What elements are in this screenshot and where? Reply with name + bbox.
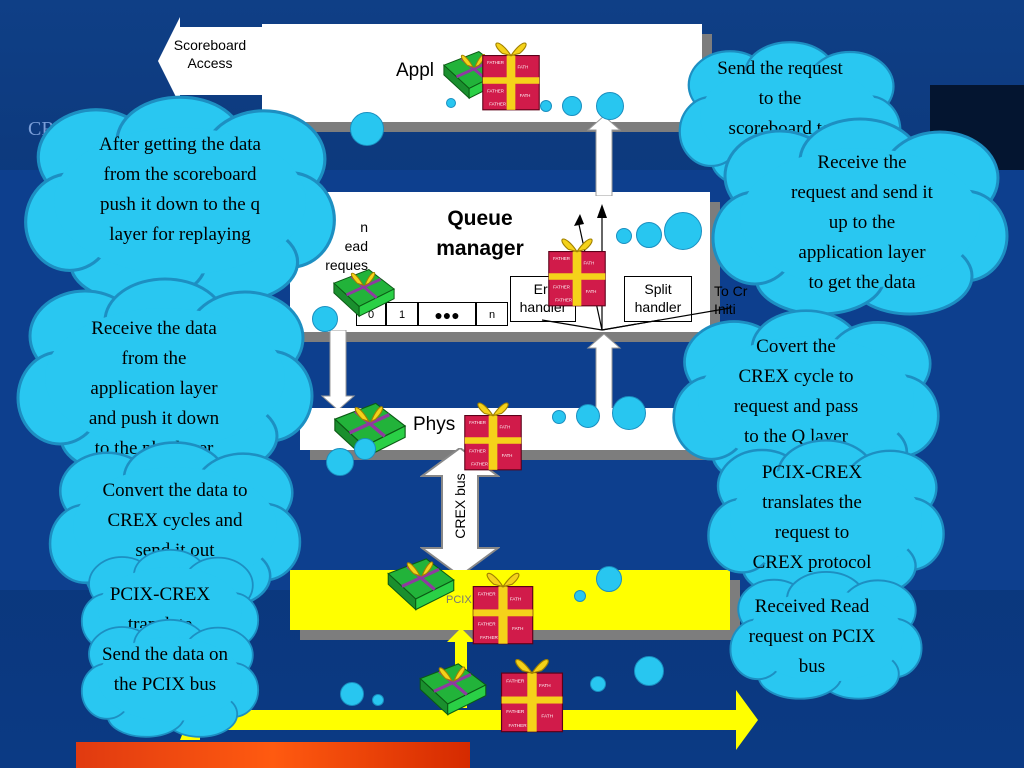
gift-red-phys <box>460 396 526 472</box>
scoreboard-arrow <box>158 17 264 105</box>
thought-dot <box>350 112 384 146</box>
crex-bus-label: CREX bus <box>452 473 468 539</box>
cloud-text-c5: Covert the CREX cycle to request and pas… <box>733 336 859 447</box>
up-arrow-app <box>586 116 622 196</box>
cloud-text-c4: Receive the data from the application la… <box>88 318 220 456</box>
split-handler-label: Split handler <box>634 281 682 315</box>
gift-green-bus <box>416 650 490 720</box>
thought-dot <box>540 100 552 112</box>
cloud-text-c9: Received Read request on PCIX bus <box>748 596 876 677</box>
thought-dot <box>552 410 566 424</box>
thought-dot <box>636 222 662 248</box>
pcix-label: PCIX <box>446 594 472 606</box>
thought-dot <box>574 590 586 602</box>
thought-dot <box>590 676 606 692</box>
phys-layer-label: Phys <box>413 414 456 435</box>
gift-red-app <box>478 36 544 112</box>
bottom-red-bar <box>76 742 470 768</box>
thought-dot <box>326 448 354 476</box>
thought-dot <box>634 656 664 686</box>
thought-dot <box>616 228 632 244</box>
queue-cell-dots: ●●● <box>418 302 476 326</box>
thought-dot <box>562 96 582 116</box>
cloud-text-c2: After getting the data from the scoreboa… <box>99 134 261 245</box>
queue-cells: 0 1 ●●● n <box>356 302 508 326</box>
thought-dot <box>596 566 622 592</box>
split-handler-box <box>624 276 692 322</box>
thought-dot <box>576 404 600 428</box>
cloud-text-c10: Send the data on the PCIX bus <box>101 644 229 695</box>
gift-green-pcix <box>384 548 458 612</box>
down-arrow-queue <box>320 330 356 410</box>
scoreboard-access-label: Scoreboard Access <box>173 37 247 71</box>
thought-dot <box>596 92 624 120</box>
queue-cell-n: n <box>476 302 508 326</box>
cloud-text-c7: PCIX-CREX translates the request to CREX… <box>752 462 872 573</box>
thought-dot <box>312 306 338 332</box>
cloud-text-c3: Receive the request and send it up to th… <box>791 152 933 293</box>
gift-red-queue <box>544 232 610 308</box>
up-arrow-phys <box>586 334 622 410</box>
gift-red-bus <box>496 652 568 734</box>
thought-dot <box>354 438 376 460</box>
pcix-bus-arrow <box>180 690 758 750</box>
thought-dot <box>446 98 456 108</box>
queue-manager-title: Queue manager <box>436 207 524 260</box>
queue-cell-1: 1 <box>386 302 418 326</box>
thought-dot <box>664 212 702 250</box>
thought-dot <box>612 396 646 430</box>
thought-dot <box>372 694 384 706</box>
gift-red-pcix <box>466 566 540 646</box>
thought-dot <box>340 682 364 706</box>
